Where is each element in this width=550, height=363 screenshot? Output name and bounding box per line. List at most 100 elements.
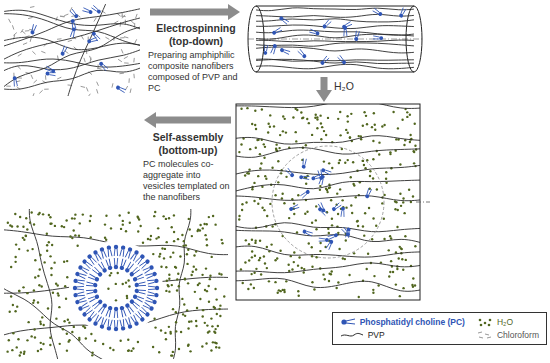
water-dot [154,326,156,328]
water-dot [390,260,392,262]
water-dot [169,256,171,258]
water-dot [105,215,107,217]
chloroform-dash [68,40,72,41]
pc-head [12,76,17,81]
pc-tail [114,258,117,265]
water-dot [285,131,287,133]
water-dot [165,290,167,292]
water-dot [363,164,365,166]
water-dot [22,237,24,239]
water-dot [241,209,243,211]
pc-tail [45,66,52,71]
pc-tail [264,45,268,52]
water-dot [218,308,220,310]
water-dot [315,205,317,207]
water-dot [115,283,117,285]
water-dot [165,338,167,340]
water-dot [338,248,340,250]
pc-molecule [319,238,329,242]
water-dot [315,228,317,230]
water-dot [78,235,80,237]
pc-molecule [279,16,290,25]
water-dot [296,109,298,111]
pc-head [98,61,104,67]
pc-molecule [309,29,320,36]
water-dot [19,216,21,218]
pc-molecule [372,8,383,17]
water-dot [385,182,387,184]
chloroform-dash [120,37,124,38]
water-dot [257,203,259,205]
pc-molecule [341,207,345,217]
water-dot [32,302,34,304]
water-dot [350,204,352,206]
water-dot [401,118,403,120]
water-dot [399,295,401,297]
water-dot [402,197,404,199]
water-dot [412,277,414,279]
water-dot [389,271,391,273]
pvp-fiber [236,148,420,158]
water-dot [363,234,365,236]
water-dot [251,250,253,252]
water-dot [295,140,297,142]
water-dot [281,193,283,195]
water-dot [397,209,399,211]
water-dot [167,285,169,287]
pc-tail [101,318,107,326]
pc-tail [139,282,146,286]
water-dot [271,167,273,169]
pc-head [302,229,307,234]
water-dot [27,321,29,323]
water-dot [303,271,305,273]
water-dot [201,345,203,347]
water-dot [139,225,141,227]
pvp-fiber [256,59,414,63]
pc-head [102,303,108,309]
water-dot [205,267,207,269]
water-dot [484,322,487,325]
pc-head [144,259,150,265]
chloroform-dash [88,94,91,96]
water-dot [199,224,201,226]
chloroform-dash [28,17,32,18]
water-dot [105,239,107,241]
panel-content [256,7,414,68]
water-dot [120,228,122,230]
water-dot [396,226,398,228]
pc-head [311,176,316,181]
pc-tail [77,286,84,289]
water-dot [25,234,27,236]
water-dot [329,186,331,188]
water-dot [306,211,308,213]
water-dot [358,296,360,298]
water-dot [363,111,365,113]
pc-molecule [91,5,101,14]
water-dot [109,347,111,349]
pvp-fiber [236,196,420,201]
water-dot [195,250,197,252]
pc-head [154,278,159,283]
pc-molecule [99,247,107,259]
pc-tail [108,319,113,326]
water-dot [9,311,11,313]
water-dot [204,289,206,291]
pc-tail [319,178,324,185]
pc-tail [120,319,125,326]
water-dot [20,351,22,353]
water-dot [164,248,166,250]
chloroform-dash [32,51,35,54]
water-dot [125,230,127,232]
water-dot [50,274,52,276]
water-dot [64,285,66,287]
water-dot [337,118,339,120]
water-dot [47,307,49,309]
water-dot [373,112,375,114]
water-dot [264,175,266,177]
water-dot [388,249,390,251]
pc-head [60,51,65,56]
water-dot [258,259,260,261]
water-dot [385,177,387,179]
pc-head [99,247,105,253]
water-dot [297,290,299,292]
